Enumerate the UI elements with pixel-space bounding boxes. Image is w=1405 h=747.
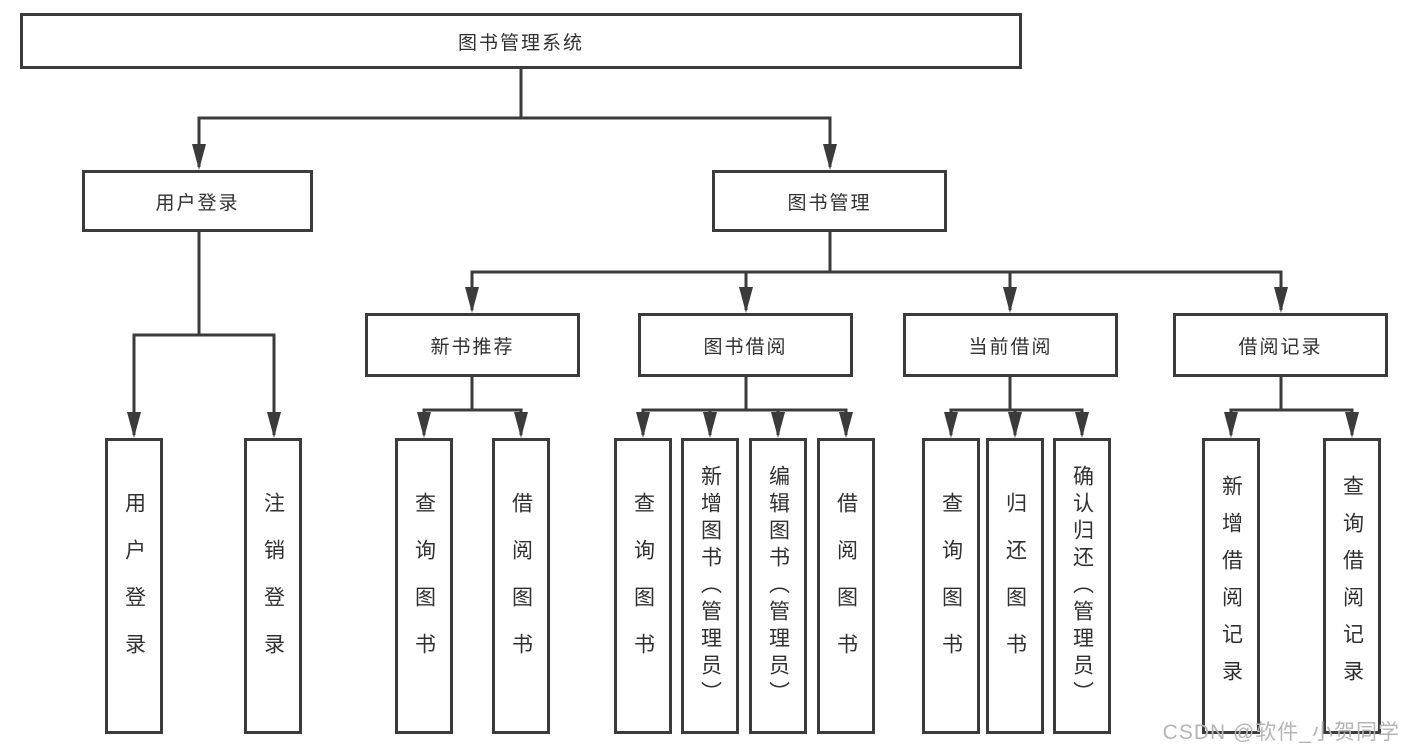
- node-library-management-system: 图书管理系统: [20, 13, 1022, 69]
- node-current-borrow: 当前借阅: [903, 313, 1118, 377]
- node-label: 新书推荐: [430, 336, 515, 358]
- leaf-label: 借阅图书: [834, 492, 858, 680]
- node-book-borrow: 图书借阅: [638, 313, 853, 377]
- node-label: 用户登录: [155, 192, 240, 214]
- leaf-label: 用户登录: [122, 492, 146, 680]
- leaf-label: 注销登录: [261, 492, 285, 680]
- leaf-query-books-recommend: 查询图书: [395, 438, 453, 734]
- csdn-watermark: CSDN @软件_小贺同学: [1162, 721, 1400, 744]
- node-label: 图书管理: [787, 192, 872, 214]
- leaf-edit-books-admin: 编辑图书（管理员）: [749, 438, 807, 734]
- leaf-query-books-current: 查询图书: [922, 438, 980, 734]
- node-user-login: 用户登录: [82, 170, 313, 232]
- leaf-query-borrow-record: 查询借阅记录: [1323, 438, 1381, 734]
- node-book-management: 图书管理: [712, 170, 947, 232]
- node-label: 图书借阅: [703, 336, 788, 358]
- leaf-confirm-return-admin: 确认归还（管理员）: [1053, 438, 1111, 734]
- leaf-label: 编辑图书（管理员）: [766, 464, 790, 708]
- leaf-label: 查询图书: [939, 492, 963, 680]
- leaf-label: 新增借阅记录: [1219, 475, 1243, 697]
- leaf-label: 查询图书: [631, 492, 655, 680]
- leaf-borrow-books: 借阅图书: [817, 438, 875, 734]
- leaf-borrow-books-recommend: 借阅图书: [492, 438, 550, 734]
- leaf-label: 查询借阅记录: [1340, 475, 1364, 697]
- node-label: 借阅记录: [1238, 336, 1323, 358]
- leaf-label: 确认归还（管理员）: [1070, 464, 1094, 708]
- node-new-book-recommend: 新书推荐: [365, 313, 580, 377]
- node-label: 当前借阅: [968, 336, 1053, 358]
- leaf-add-books-admin: 新增图书（管理员）: [681, 438, 739, 734]
- leaf-label: 查询图书: [412, 492, 436, 680]
- node-borrow-records: 借阅记录: [1173, 313, 1388, 377]
- leaf-add-borrow-record: 新增借阅记录: [1202, 438, 1260, 734]
- leaf-label: 新增图书（管理员）: [698, 464, 722, 708]
- leaf-logout: 注销登录: [244, 438, 302, 734]
- leaf-label: 借阅图书: [509, 492, 533, 680]
- node-label: 图书管理系统: [457, 32, 584, 54]
- leaf-query-books: 查询图书: [614, 438, 672, 734]
- leaf-user-login: 用户登录: [105, 438, 163, 734]
- leaf-label: 归还图书: [1003, 492, 1027, 680]
- leaf-return-books: 归还图书: [986, 438, 1044, 734]
